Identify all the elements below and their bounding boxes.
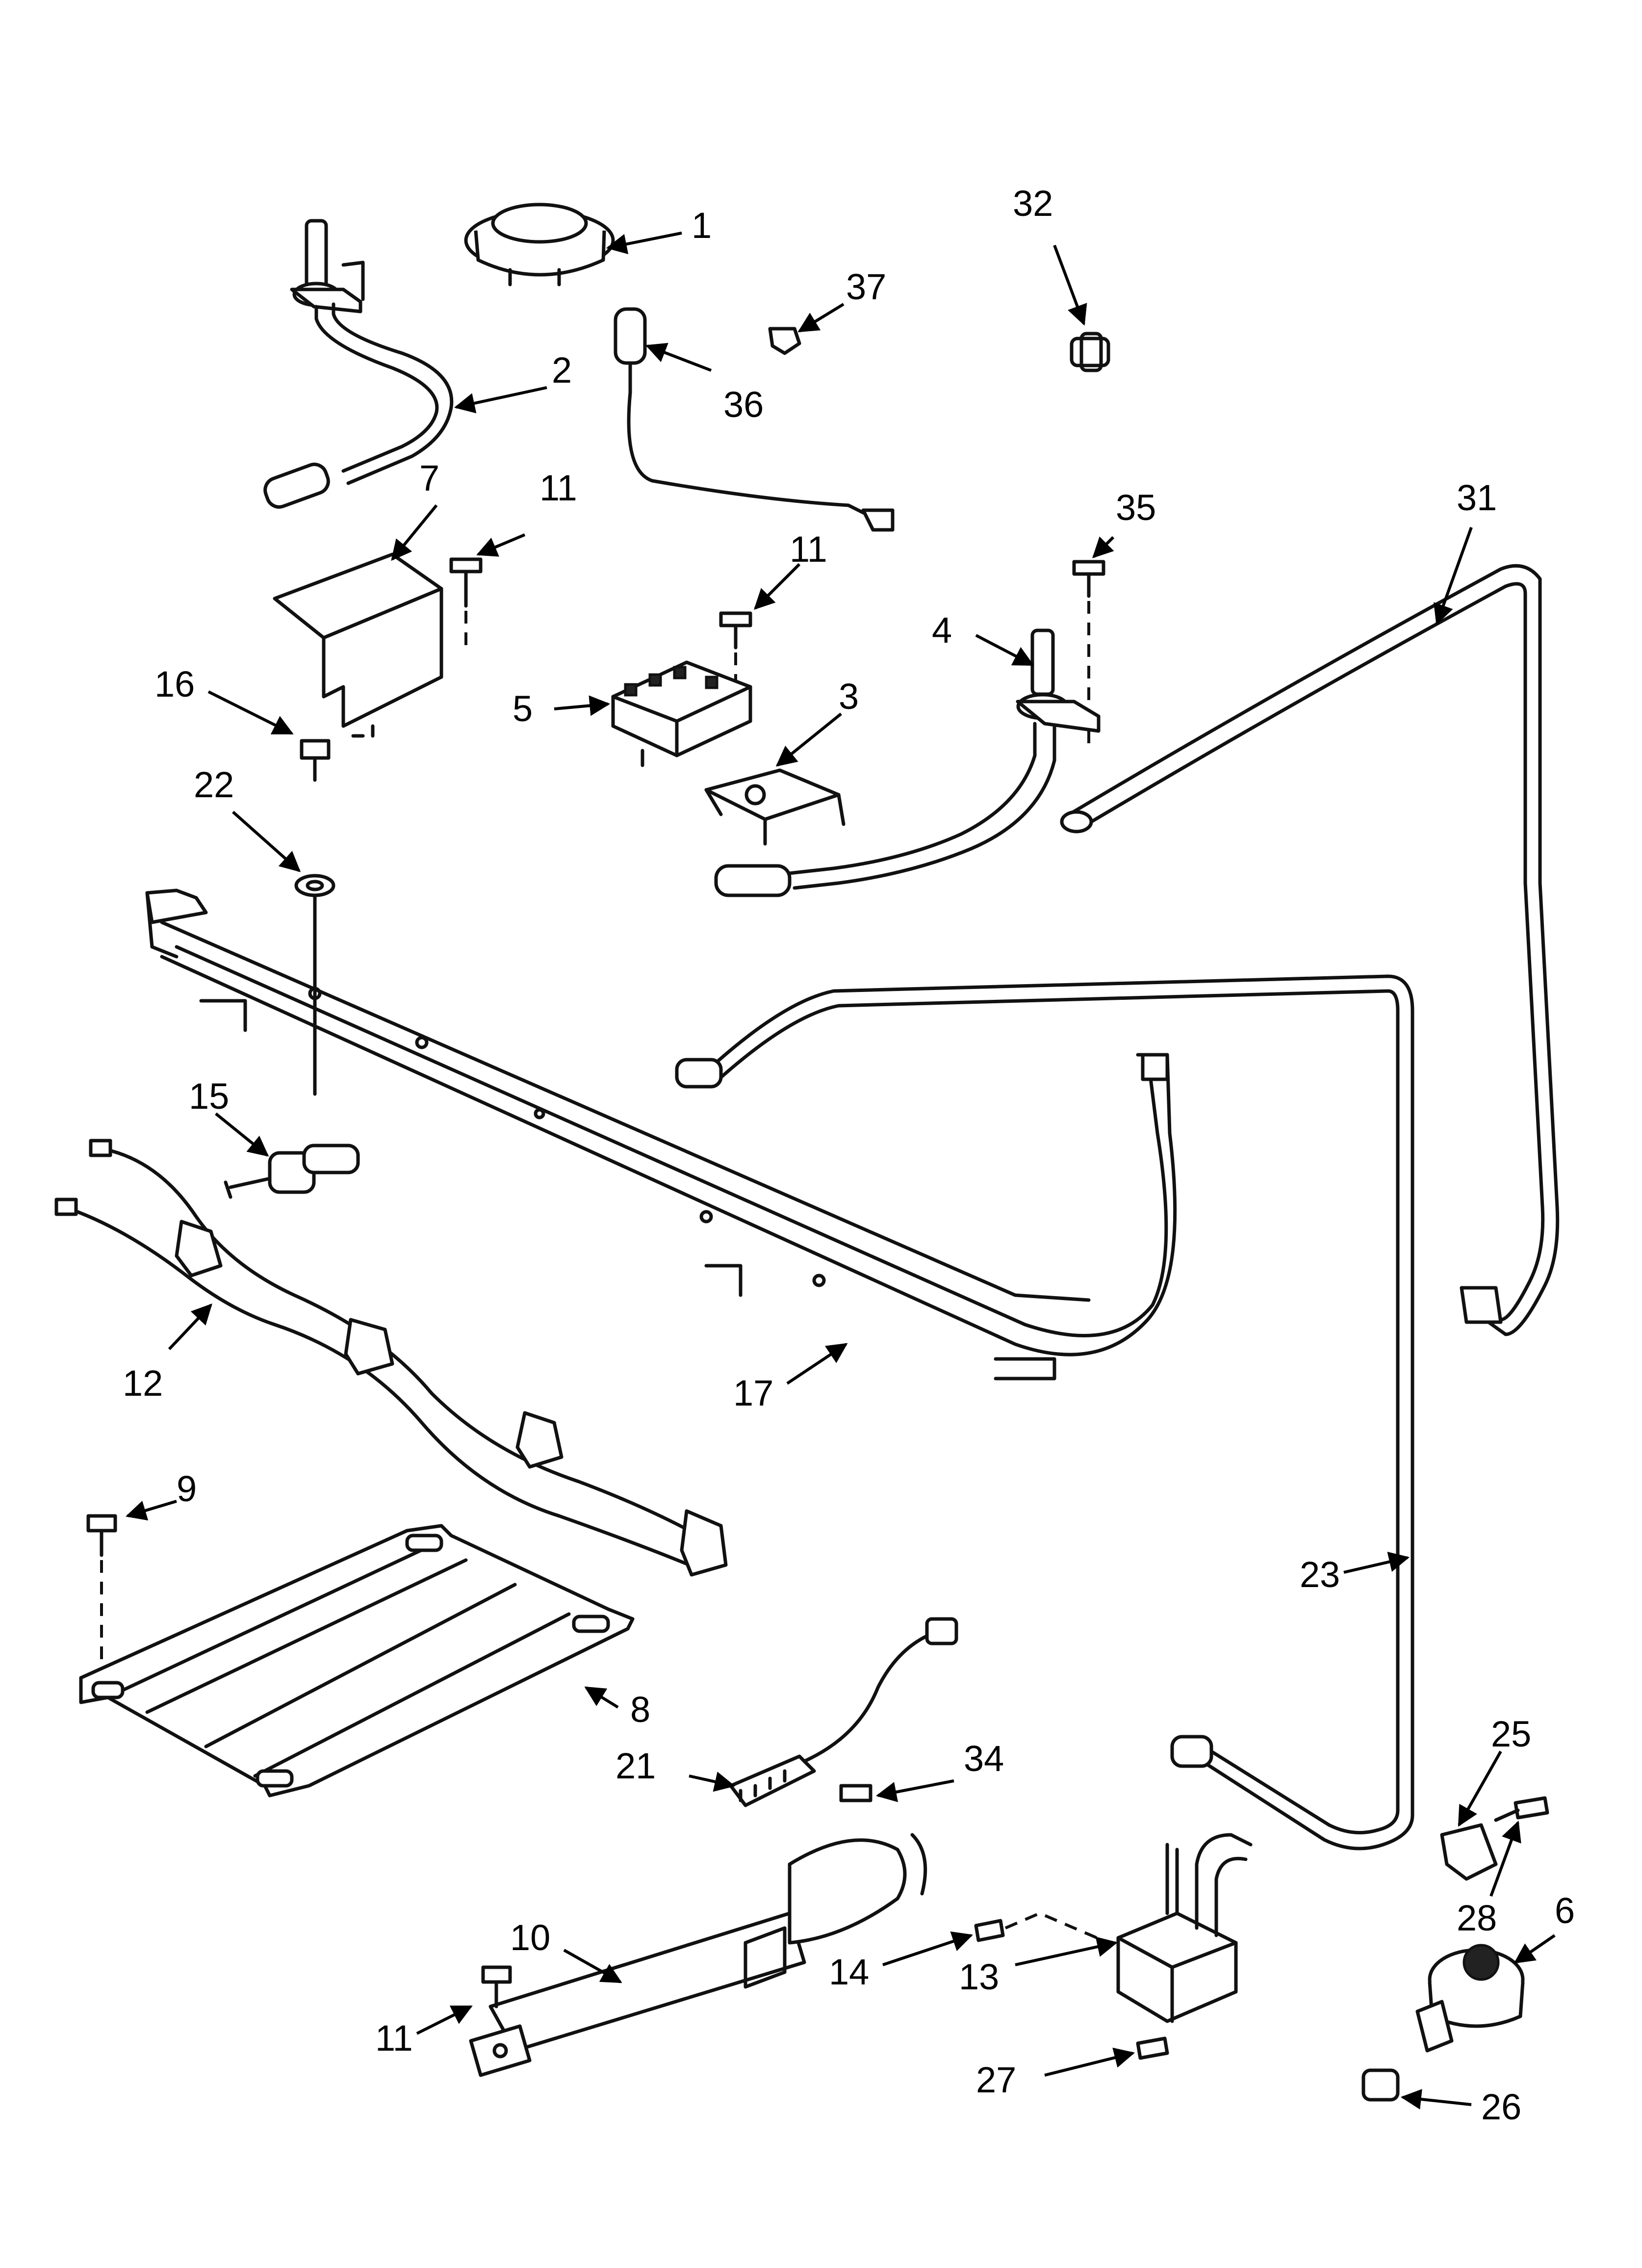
callout-11-burner: 11 [375, 2018, 413, 2059]
callout-9: 9 [177, 1468, 197, 1509]
clip-part-25 [1440, 1823, 1498, 1881]
callout-10: 10 [510, 1917, 550, 1958]
callout-7: 7 [419, 458, 439, 498]
callout-2: 2 [552, 350, 572, 391]
igniter-part [614, 307, 895, 532]
valve-part [224, 1144, 360, 1199]
fitting-part-26 [1361, 2068, 1400, 2102]
callout-26: 26 [1481, 2086, 1521, 2127]
wire-harness-part [54, 1139, 728, 1577]
callout-21: 21 [616, 1746, 656, 1786]
callout-35: 35 [1116, 487, 1156, 528]
callout-12: 12 [123, 1363, 163, 1404]
callout-1: 1 [692, 205, 712, 246]
callout-31: 31 [1457, 477, 1497, 518]
manifold-part [145, 888, 1177, 1381]
screw-part-3 [481, 1965, 512, 2008]
callout-23: 23 [1300, 1554, 1340, 1595]
callout-32: 32 [1013, 183, 1053, 224]
callout-4: 4 [932, 610, 952, 651]
heat-shield-part [79, 1524, 635, 1798]
callout-28: 28 [1457, 1898, 1497, 1938]
callout-3: 3 [839, 676, 859, 717]
bolt-16-part [294, 739, 335, 1096]
callout-17: 17 [733, 1373, 773, 1413]
callout-5: 5 [513, 688, 533, 729]
screw-part-14 [974, 1911, 1109, 1944]
regulator-part [1415, 1944, 1525, 2053]
spark-module-part [611, 660, 752, 767]
burner-tube-front-part [263, 219, 454, 509]
screw-part-2 [719, 611, 752, 682]
screw-part [449, 557, 483, 648]
leader-lines [125, 232, 1556, 2110]
burner-tube-rear-part [714, 628, 1101, 897]
screw-part-35 [1072, 560, 1105, 751]
callout-11-module: 11 [790, 529, 827, 570]
grommet-part [768, 327, 801, 355]
callout-11-bracket: 11 [539, 468, 577, 508]
gas-tube-23-part [675, 974, 1414, 1851]
burner-cap-part [464, 203, 615, 287]
callout-37: 37 [846, 266, 886, 307]
fitting-part [1070, 332, 1110, 372]
callout-36: 36 [723, 384, 764, 425]
bracket-part [273, 552, 443, 738]
callout-6: 6 [1555, 1890, 1575, 1931]
callout-8: 8 [630, 1689, 650, 1730]
callout-27: 27 [976, 2059, 1016, 2100]
callout-25: 25 [1491, 1714, 1531, 1754]
oven-burner-part [469, 1833, 927, 2077]
screw-part-27 [1136, 2036, 1169, 2060]
callout-15: 15 [189, 1076, 229, 1117]
callout-13: 13 [959, 1956, 999, 1997]
callout-34: 34 [964, 1738, 1004, 1779]
screw-part-28 [1494, 1796, 1549, 1822]
callout-labels: 1 2 3 4 5 6 7 8 9 10 11 11 11 12 13 14 1… [123, 183, 1575, 2127]
callout-14: 14 [829, 1952, 869, 1992]
gas-tube-31-part [1060, 564, 1560, 1336]
module-bracket-part [704, 768, 846, 846]
callout-16: 16 [154, 664, 195, 704]
screw-part-34 [839, 1784, 872, 1802]
callout-22: 22 [194, 764, 234, 805]
electrode-part [729, 1617, 958, 1807]
screw-part-9 [86, 1514, 117, 1678]
thermostat-valve-part [1116, 1833, 1253, 2023]
